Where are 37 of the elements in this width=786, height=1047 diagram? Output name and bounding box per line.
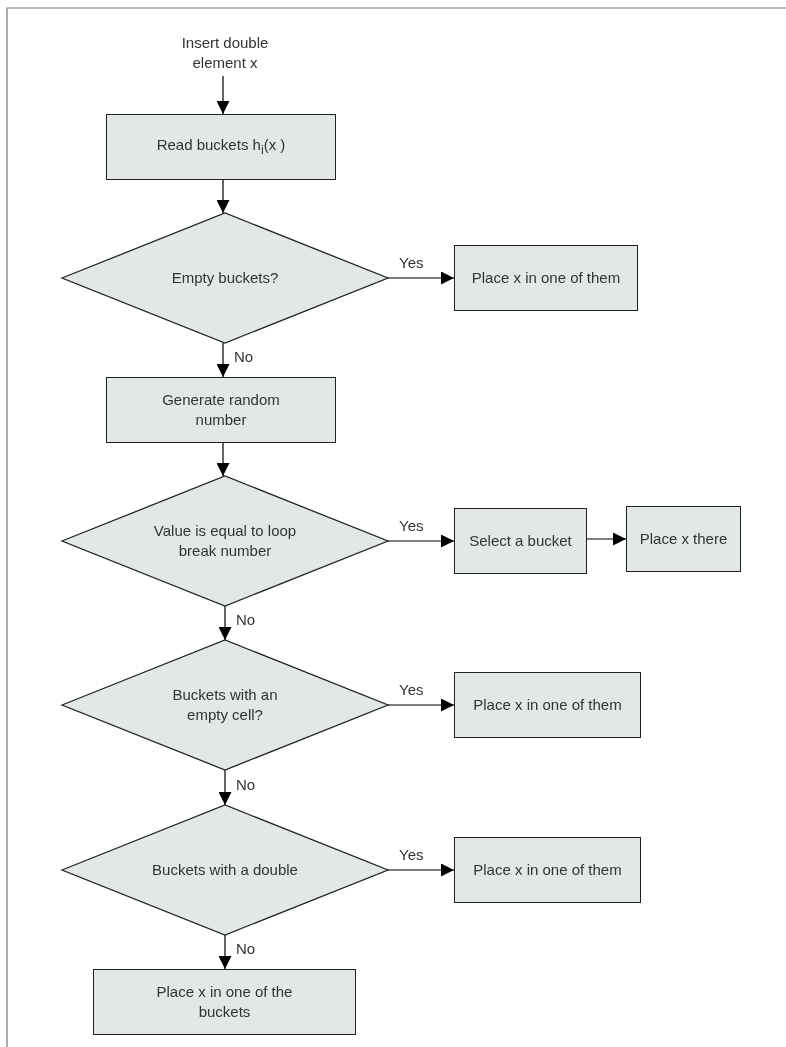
decision-text: Empty buckets? bbox=[171, 267, 279, 288]
start-label: Insert double element x bbox=[180, 32, 270, 73]
arrow bbox=[387, 698, 455, 712]
process-text: Read buckets h$_{i}$(x ) bbox=[156, 135, 286, 159]
process-text: Select a bucket bbox=[469, 530, 572, 551]
process-box bbox=[626, 506, 741, 572]
decision-text: Buckets with an empty cell? bbox=[171, 684, 279, 725]
arrow bbox=[216, 442, 230, 477]
process-box bbox=[454, 245, 638, 311]
arrow bbox=[387, 271, 455, 285]
process-text: Generate random number bbox=[161, 389, 281, 430]
process-box bbox=[454, 837, 641, 903]
process-text: Place x in one of them bbox=[471, 267, 621, 288]
process-box bbox=[106, 114, 336, 180]
decision-diamond bbox=[62, 640, 388, 770]
arrow bbox=[218, 934, 232, 970]
arrow bbox=[216, 179, 230, 214]
decision-diamond bbox=[62, 476, 388, 606]
decision-text: Buckets with a double bbox=[152, 859, 298, 880]
decision-diamond bbox=[62, 805, 388, 935]
arrow bbox=[218, 605, 232, 641]
process-text: Place x there bbox=[639, 528, 728, 549]
process-text: Place x in one of them bbox=[473, 859, 622, 880]
decision-text: Value is equal to loop break number bbox=[152, 520, 298, 561]
arrow bbox=[216, 342, 230, 378]
arrow bbox=[216, 75, 230, 115]
arrow bbox=[218, 769, 232, 806]
process-text: Place x in one of the buckets bbox=[155, 981, 294, 1022]
process-text: Place x in one of them bbox=[473, 694, 622, 715]
arrow bbox=[586, 532, 627, 546]
process-box bbox=[454, 508, 587, 574]
arrow bbox=[387, 534, 455, 548]
process-box bbox=[93, 969, 356, 1035]
process-box bbox=[454, 672, 641, 738]
arrow bbox=[387, 863, 455, 877]
decision-diamond bbox=[62, 213, 388, 343]
process-box bbox=[106, 377, 336, 443]
